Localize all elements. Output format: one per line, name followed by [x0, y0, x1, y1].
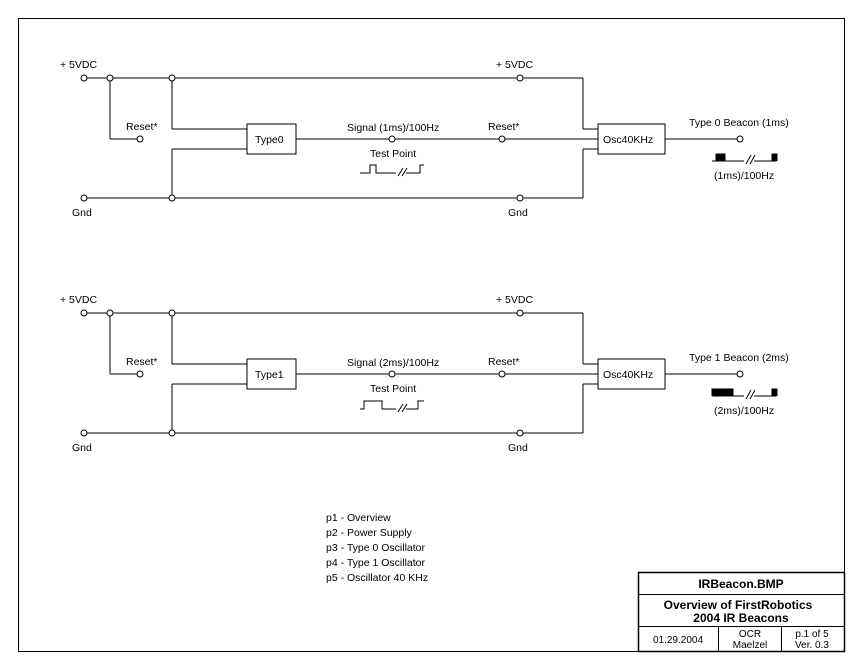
gnd-terminal-left-1	[80, 429, 88, 437]
supply-junction-1b	[168, 309, 176, 317]
osc40khz-chip-0	[597, 123, 666, 155]
circuit-type1-wiring	[84, 312, 740, 434]
supply-junction-0a	[106, 74, 114, 82]
title-block-title-line2: 2004 IR Beacons	[693, 611, 789, 625]
title-block-title-line1: Overview of FirstRobotics	[664, 598, 813, 612]
page-index-item: p3 - Type 0 Oscillator	[326, 542, 426, 554]
gnd-terminal-left-0	[80, 194, 88, 202]
reset-terminal-left-1	[136, 370, 144, 378]
circuit-type1: + 5VDC + 5VDC Reset* Reset* Type1 Signal…	[60, 294, 789, 454]
supply-label-right-1: + 5VDC	[496, 294, 533, 306]
page-index-item: p2 - Power Supply	[326, 527, 413, 539]
osc-label-0: Osc40KHz	[603, 134, 653, 146]
type1-chip	[246, 358, 297, 390]
signal-label-1: Signal (2ms)/100Hz	[347, 357, 439, 369]
gnd-junction-1	[168, 429, 176, 437]
gnd-terminal-right-0	[516, 194, 524, 202]
test-point-node-1	[388, 370, 396, 378]
reset-label-left-0: Reset*	[126, 121, 158, 133]
test-point-node-0	[388, 135, 396, 143]
beacon-rate-label-1: (2ms)/100Hz	[714, 405, 774, 417]
reset-terminal-right-1	[498, 370, 506, 378]
title-block: IRBeacon.BMP Overview of FirstRobotics 2…	[637, 571, 846, 653]
beacon-waveform-0	[712, 153, 778, 165]
gnd-terminal-right-1	[516, 429, 524, 437]
reset-terminal-right-0	[498, 135, 506, 143]
beacon-terminal-0	[736, 135, 744, 143]
signal-label-0: Signal (1ms)/100Hz	[347, 122, 439, 134]
title-block-date: 01.29.2004	[653, 635, 703, 646]
gnd-label-right-1: Gnd	[508, 442, 528, 454]
test-point-label-0: Test Point	[370, 148, 416, 160]
reset-label-left-1: Reset*	[126, 356, 158, 368]
title-block-page: p.1 of 5	[795, 629, 829, 640]
chip-label-0: Type0	[255, 134, 284, 146]
osc-label-1: Osc40KHz	[603, 369, 653, 381]
osc40khz-chip-1	[597, 358, 666, 390]
gnd-junction-0	[168, 194, 176, 202]
beacon-waveform-1	[711, 388, 778, 400]
circuit-type0: + 5VDC + 5VDC Reset* Reset* Type0 Signal…	[60, 59, 789, 219]
page-border	[18, 18, 845, 652]
page-index-item: p5 - Oscillator 40 KHz	[326, 572, 428, 584]
supply-label-left-0: + 5VDC	[60, 59, 97, 71]
supply-junction-1a	[106, 309, 114, 317]
reset-terminal-left-0	[136, 135, 144, 143]
supply-terminal-right-0	[516, 74, 524, 82]
gnd-label-left-0: Gnd	[72, 207, 92, 219]
supply-junction-0b	[168, 74, 176, 82]
beacon-rate-label-0: (1ms)/100Hz	[714, 170, 774, 182]
beacon-terminal-1	[736, 370, 744, 378]
circuit-type0-wiring	[84, 77, 740, 199]
supply-terminal-left-0	[80, 74, 88, 82]
reset-label-right-1: Reset*	[488, 356, 520, 368]
reset-label-right-0: Reset*	[488, 121, 520, 133]
test-point-waveform-0	[360, 164, 424, 177]
page-index-item: p1 - Overview	[326, 512, 391, 524]
supply-terminal-right-1	[516, 309, 524, 317]
title-block-version: Ver. 0.3	[795, 640, 829, 651]
beacon-label-1: Type 1 Beacon (2ms)	[689, 352, 789, 364]
type0-chip	[246, 123, 297, 155]
page-index-item: p4 - Type 1 Oscillator	[326, 557, 426, 569]
title-block-author-line1: OCR	[739, 629, 761, 640]
supply-label-right-0: + 5VDC	[496, 59, 533, 71]
supply-terminal-left-1	[80, 309, 88, 317]
supply-label-left-1: + 5VDC	[60, 294, 97, 306]
test-point-label-1: Test Point	[370, 383, 416, 395]
chip-label-1: Type1	[255, 369, 284, 381]
title-block-filename: IRBeacon.BMP	[698, 577, 783, 591]
gnd-label-left-1: Gnd	[72, 442, 92, 454]
beacon-label-0: Type 0 Beacon (1ms)	[689, 117, 789, 129]
page-index-list: p1 - Overview p2 - Power Supply p3 - Typ…	[326, 512, 428, 584]
gnd-label-right-0: Gnd	[508, 207, 528, 219]
title-block-author-line2: Maelzel	[733, 640, 767, 651]
test-point-waveform-1	[360, 400, 424, 413]
